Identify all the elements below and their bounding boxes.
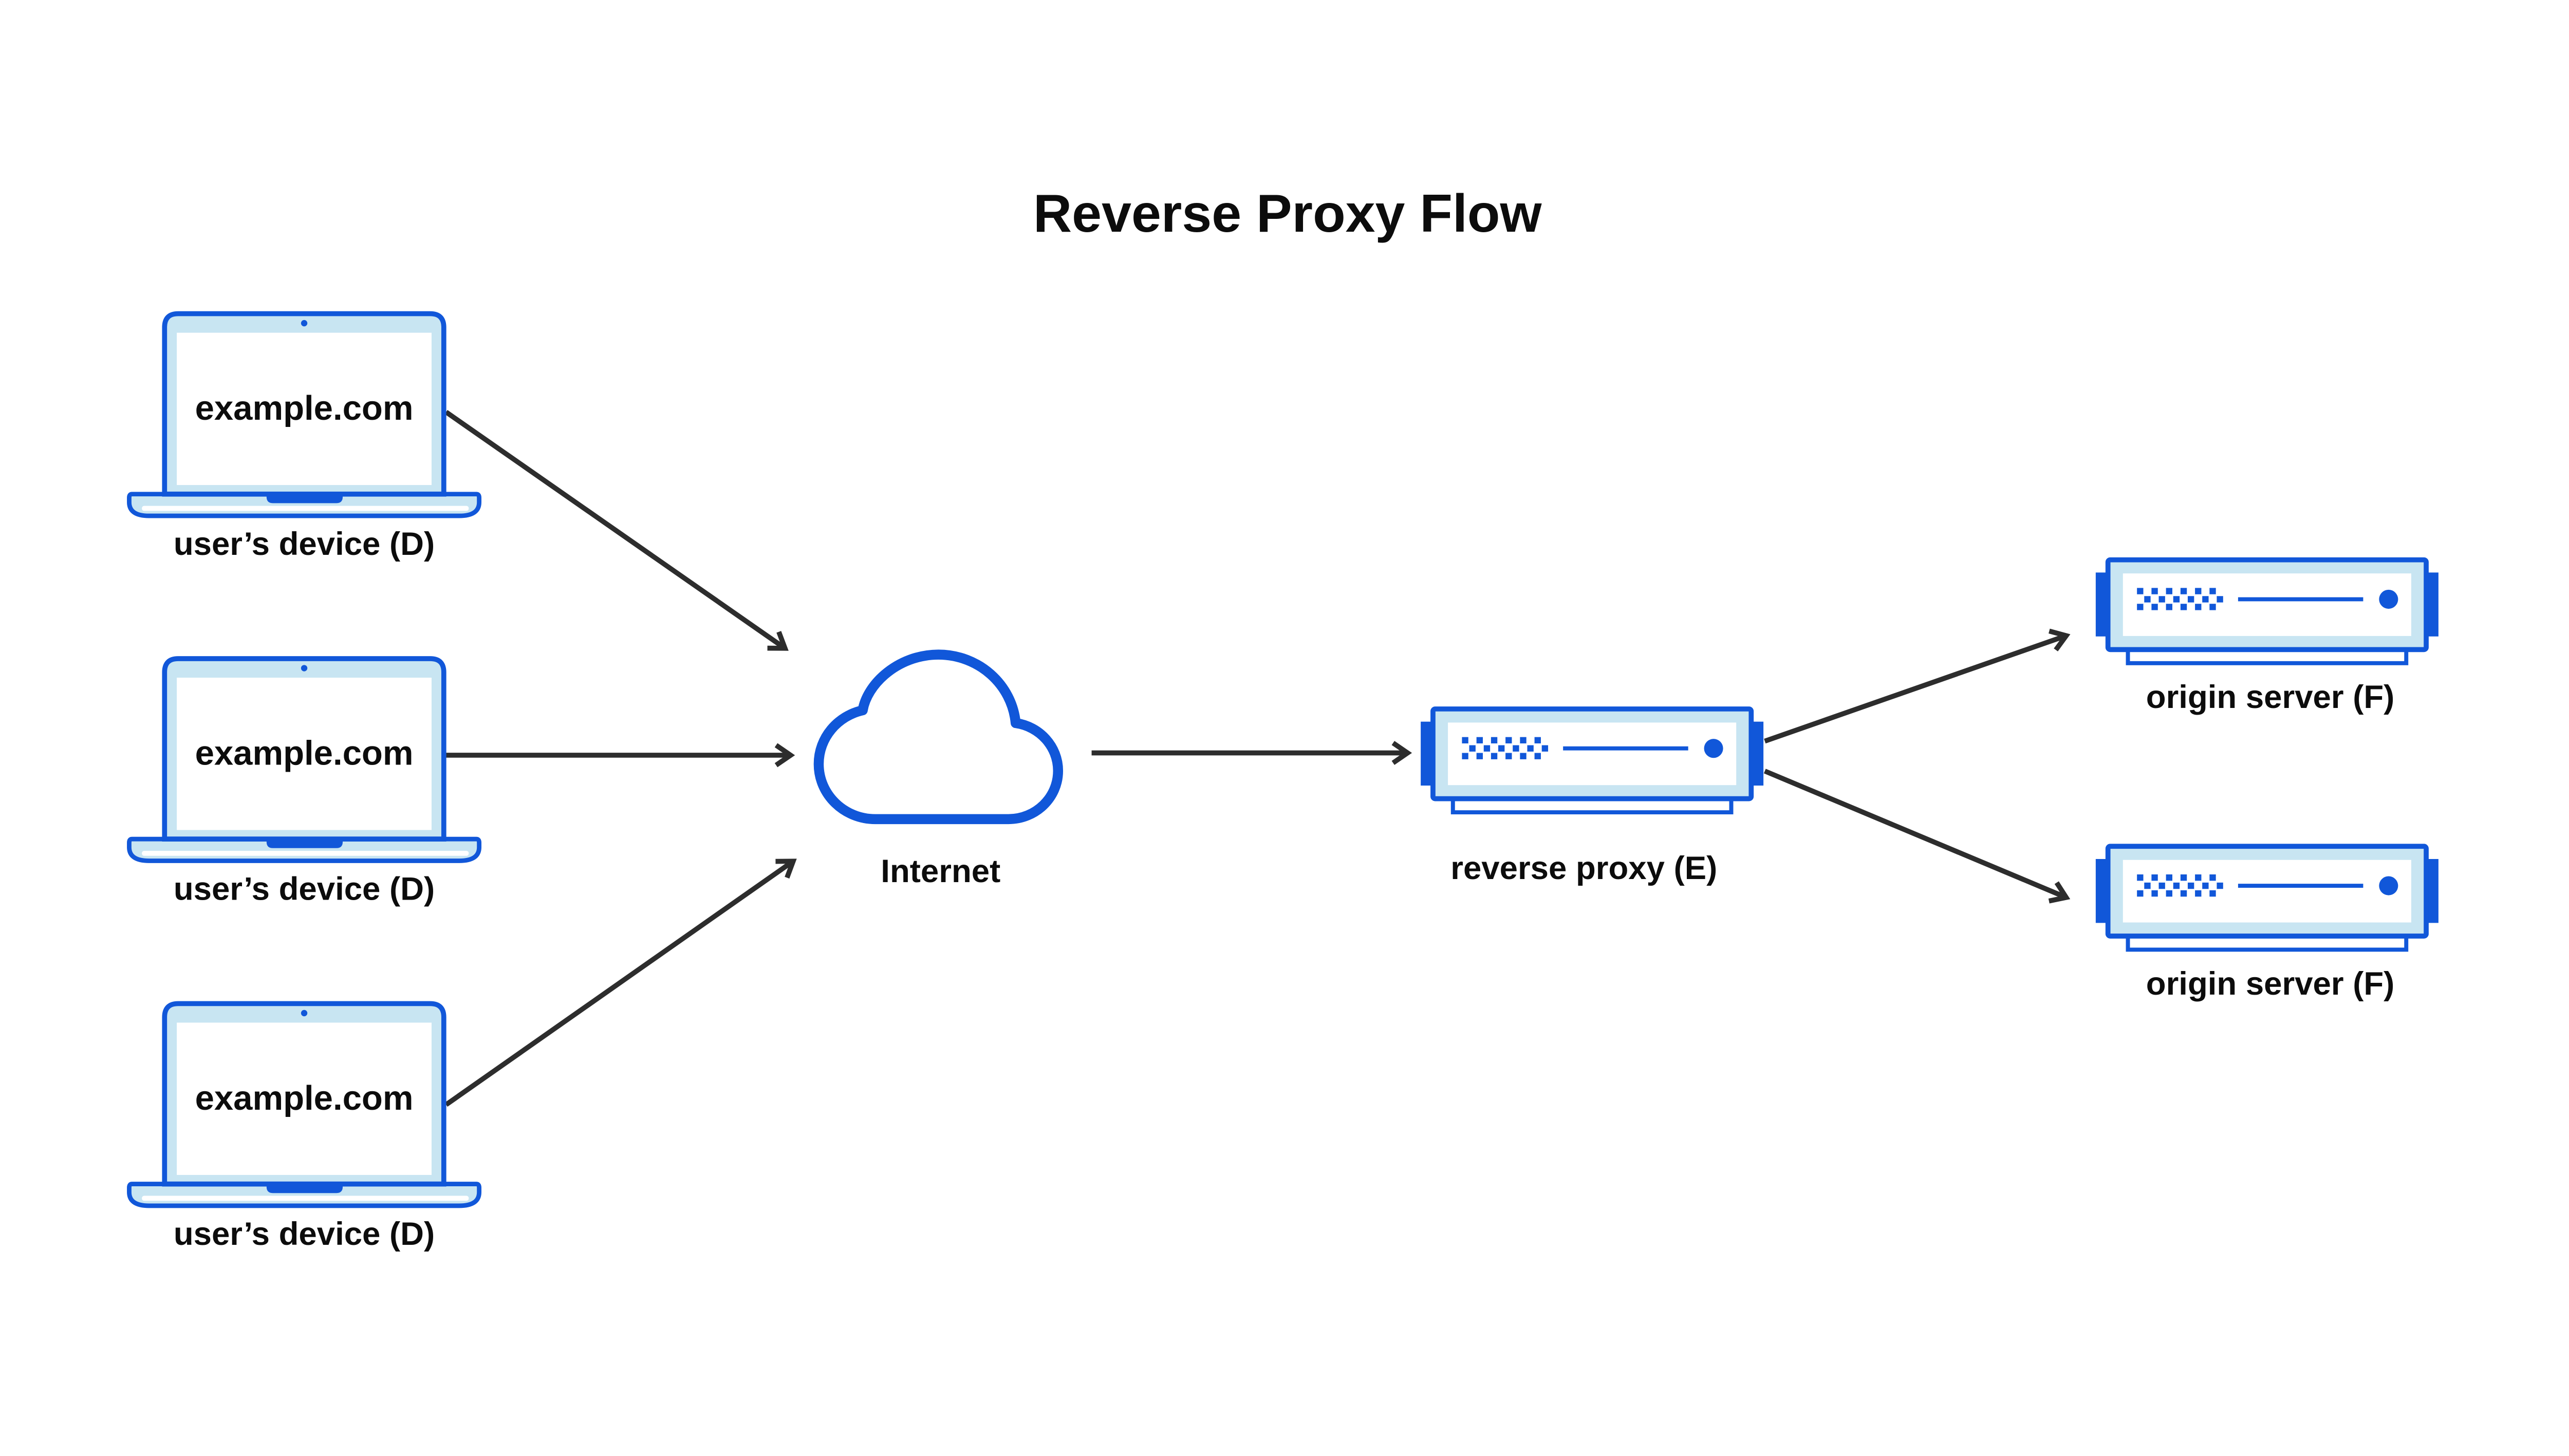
origin-server-2: origin server (F) (2096, 846, 2438, 1002)
arrow-proxy-to-origin1 (1764, 628, 2071, 744)
internet-label: Internet (881, 853, 1000, 889)
cloud-icon (813, 649, 1064, 825)
arrow-proxy-to-origin2 (1763, 769, 2071, 904)
device-label: user’s device (D) (174, 526, 435, 562)
arrow-device1-to-internet (444, 410, 789, 651)
arrow-device3-to-internet (444, 858, 797, 1107)
device-label: user’s device (D) (174, 1216, 435, 1252)
server-icon (1421, 709, 1763, 812)
user-device-1: example.com user’s device (D) (129, 314, 479, 562)
user-device-3: example.com user’s device (D) (129, 1003, 479, 1252)
server-icon (2096, 560, 2438, 663)
device-screen-text: example.com (195, 1079, 414, 1117)
flow-arrows (444, 410, 2071, 1107)
device-label: user’s device (D) (174, 870, 435, 907)
server-icon (2096, 846, 2438, 949)
device-screen-text: example.com (195, 734, 414, 772)
origin-server-1: origin server (F) (2096, 560, 2438, 715)
reverse-proxy-label: reverse proxy (E) (1450, 850, 1717, 886)
diagram-title: Reverse Proxy Flow (1033, 184, 1542, 244)
reverse-proxy: reverse proxy (E) (1421, 709, 1763, 886)
origin-server-label: origin server (F) (2146, 679, 2395, 715)
user-device-2: example.com user’s device (D) (129, 659, 479, 907)
device-screen-text: example.com (195, 389, 414, 427)
internet: Internet (813, 649, 1064, 889)
origin-server-label: origin server (F) (2146, 965, 2395, 1002)
